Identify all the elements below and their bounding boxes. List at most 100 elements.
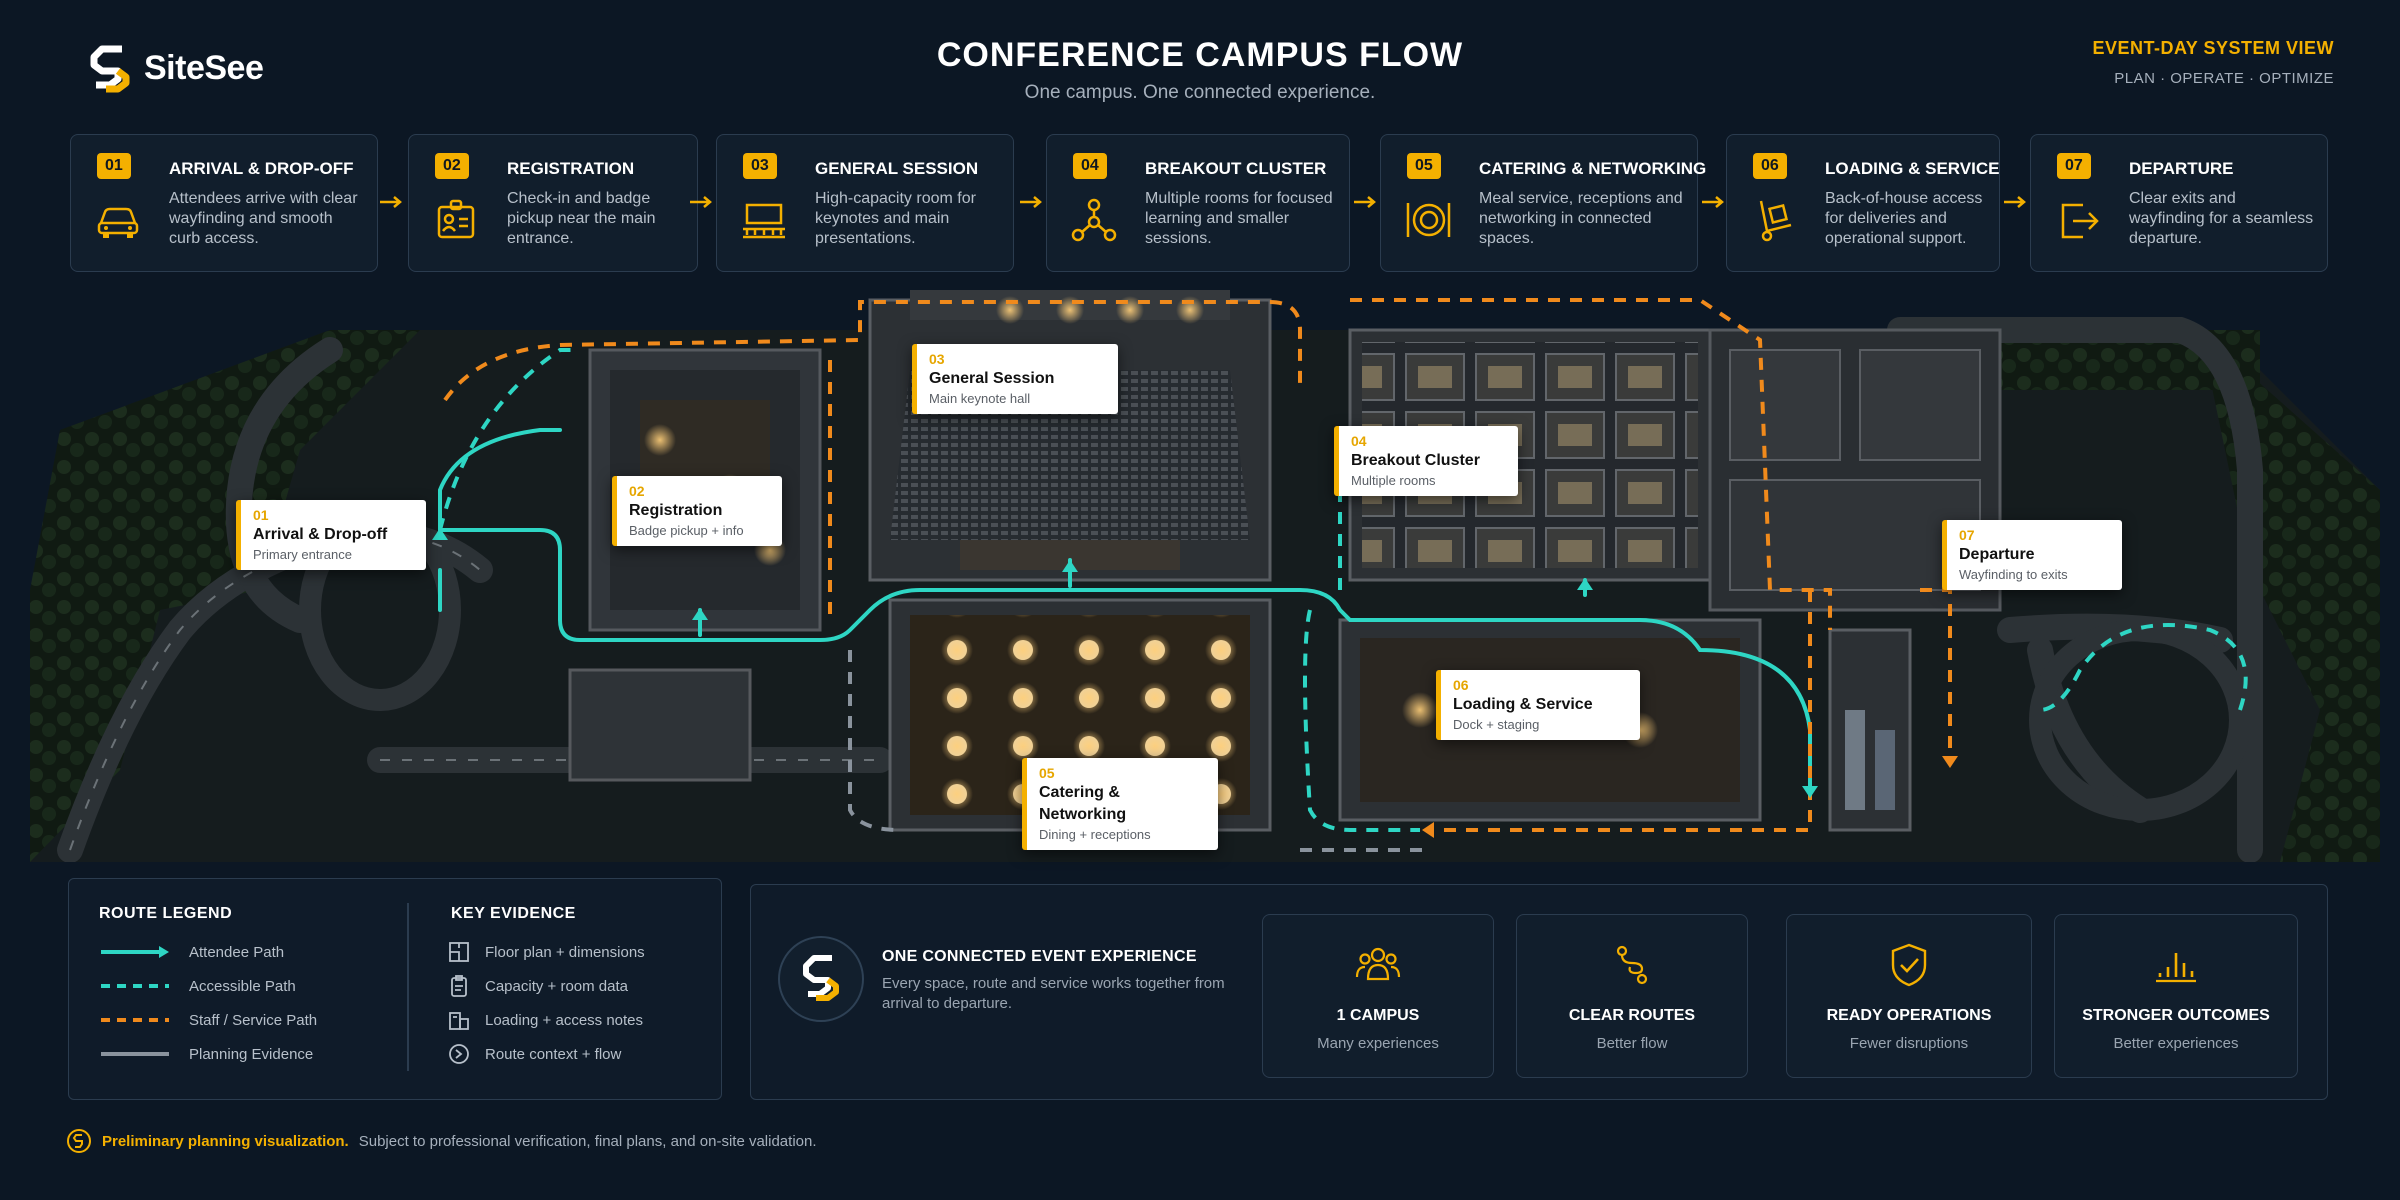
footer-bold: Preliminary planning visualization. <box>102 1132 349 1150</box>
map-callout-registration[interactable]: 02 Registration Badge pickup + info <box>612 476 782 546</box>
campus-map <box>30 290 2380 862</box>
callout-number: 01 <box>253 507 269 523</box>
footer-text: Subject to professional verification, fi… <box>358 1132 817 1150</box>
system-view-title: EVENT-DAY SYSTEM VIEW <box>2092 38 2334 58</box>
benefit-card-operations[interactable]: READY OPERATIONS Fewer disruptions <box>1786 914 2032 1078</box>
map-callout-catering[interactable]: 05 Catering & Networking Dining + recept… <box>1022 758 1218 850</box>
evidence-item: Capacity + room data <box>447 969 645 1003</box>
planning-evidence-path <box>848 650 1430 852</box>
dashed-line-icon <box>101 1018 169 1022</box>
callout-subtitle: Dock + staging <box>1453 717 1540 732</box>
evidence-label: Loading + access notes <box>485 1011 644 1029</box>
footer-disclaimer: Preliminary planning visualization. Subj… <box>66 1128 817 1154</box>
map-callout-breakout[interactable]: 04 Breakout Cluster Multiple rooms <box>1334 426 1518 496</box>
clipboard-icon <box>451 975 467 997</box>
plate-icon <box>1406 203 1451 237</box>
step-title: DEPARTURE <box>2129 159 2234 178</box>
map-callout-departure[interactable]: 07 Departure Wayfinding to exits <box>1942 520 2122 590</box>
callout-subtitle: Multiple rooms <box>1351 473 1436 488</box>
step-number: 05 <box>1407 153 1441 179</box>
network-icon <box>1071 198 1117 242</box>
step-title: ARRIVAL & DROP-OFF <box>169 159 354 178</box>
logo-mark-icon <box>67 1129 91 1153</box>
bar-chart-icon <box>2156 953 2196 983</box>
map-callout-loading[interactable]: 06 Loading & Service Dock + staging <box>1436 670 1640 740</box>
step-number: 06 <box>1753 153 1787 179</box>
callout-number: 07 <box>1959 527 1975 543</box>
panel-divider <box>407 903 409 1071</box>
step-description: Multiple rooms for focused learning and … <box>1145 190 1333 247</box>
step-description: Attendees arrive with clear wayfinding a… <box>169 190 358 247</box>
callout-subtitle: Wayfinding to exits <box>1959 567 2068 582</box>
step-card-catering[interactable]: 05 CATERING & NETWORKING Meal service, r… <box>1380 134 1706 272</box>
brand-name: SiteSee <box>144 48 264 87</box>
benefit-title: 1 CAMPUS <box>1336 1007 1420 1024</box>
key-evidence-list: Floor plan + dimensions Capacity + room … <box>447 935 645 1071</box>
experience-text: Every space, route and service works tog… <box>882 975 1225 1012</box>
floor-plan-icon <box>449 942 469 962</box>
flow-arrow-icon <box>1354 196 1376 208</box>
step-title: BREAKOUT CLUSTER <box>1145 159 1327 178</box>
step-title: LOADING & SERVICE <box>1825 159 2000 178</box>
callout-number: 05 <box>1039 765 1055 781</box>
callout-subtitle: Primary entrance <box>253 547 352 562</box>
callout-title: General Session <box>929 370 1055 387</box>
route-context-icon <box>449 1044 469 1064</box>
benefit-subtitle: Many experiences <box>1317 1035 1439 1052</box>
step-card-departure[interactable]: 07 DEPARTURE Clear exits and wayfinding … <box>2030 134 2328 272</box>
solid-arrow-icon <box>101 946 169 958</box>
legend-item-evidence: Planning Evidence <box>99 1037 317 1071</box>
car-icon <box>97 207 139 238</box>
exit-icon <box>2061 203 2099 239</box>
step-card-registration[interactable]: 02 REGISTRATION Check-in and badge picku… <box>408 134 698 272</box>
step-description: Clear exits and wayfinding for a seamles… <box>2129 190 2314 247</box>
hand-truck-icon <box>1759 200 1792 242</box>
shield-check-icon <box>1891 943 1927 987</box>
step-number: 04 <box>1073 153 1107 179</box>
loading-service-building <box>1338 618 1762 822</box>
evidence-item: Route context + flow <box>447 1037 645 1071</box>
benefit-subtitle: Fewer disruptions <box>1849 1035 1969 1052</box>
system-view-subtitle: PLAN · OPERATE · OPTIMIZE <box>2114 70 2334 87</box>
callout-number: 02 <box>629 483 645 499</box>
benefit-card-campus[interactable]: 1 CAMPUS Many experiences <box>1262 914 1494 1078</box>
benefit-card-outcomes[interactable]: STRONGER OUTCOMES Better experiences <box>2054 914 2298 1078</box>
callout-subtitle: Badge pickup + info <box>629 523 744 538</box>
step-card-breakout-cluster[interactable]: 04 BREAKOUT CLUSTER Multiple rooms for f… <box>1046 134 1350 272</box>
step-title: CATERING & NETWORKING <box>1479 159 1707 178</box>
people-icon <box>1355 947 1401 981</box>
legend-label: Staff / Service Path <box>189 1011 318 1029</box>
sitesee-logo-icon <box>90 45 130 93</box>
stage-icon <box>743 203 785 239</box>
map-callout-arrival[interactable]: 01 Arrival & Drop-off Primary entrance <box>236 500 426 570</box>
legend-label: Attendee Path <box>189 943 285 961</box>
route-arrowheads <box>1422 756 1958 838</box>
callout-subtitle: Dining + receptions <box>1039 827 1151 842</box>
legend-label: Accessible Path <box>189 977 296 995</box>
loading-notes-icon <box>449 1012 469 1030</box>
callout-title: Departure <box>1959 546 2035 563</box>
legend-item-service: Staff / Service Path <box>99 1003 317 1037</box>
legend-item-attendee: Attendee Path <box>99 935 317 969</box>
legend-panel: ROUTE LEGEND Attendee Path Accessible Pa… <box>68 878 722 1100</box>
step-title: REGISTRATION <box>507 159 635 178</box>
step-number: 07 <box>2057 153 2091 179</box>
step-card-loading-service[interactable]: 06 LOADING & SERVICE Back-of-house acces… <box>1726 134 2000 272</box>
callout-title: Arrival & Drop-off <box>253 526 388 543</box>
brand-logo[interactable]: SiteSee <box>88 40 264 96</box>
step-card-arrival[interactable]: 01 ARRIVAL & DROP-OFF Attendees arrive w… <box>70 134 378 272</box>
dashed-line-icon <box>101 984 169 988</box>
flow-arrow-icon <box>380 196 402 208</box>
step-description: Check-in and badge pickup near the main … <box>507 190 656 247</box>
benefit-title: STRONGER OUTCOMES <box>2082 1007 2270 1024</box>
step-title: GENERAL SESSION <box>815 159 979 178</box>
badge-icon <box>437 199 475 239</box>
step-card-general-session[interactable]: 03 GENERAL SESSION High-capacity room fo… <box>716 134 1014 272</box>
parking-structure <box>568 668 752 782</box>
map-callout-general-session[interactable]: 03 General Session Main keynote hall <box>912 344 1118 414</box>
evidence-label: Route context + flow <box>485 1045 622 1063</box>
benefit-card-routes[interactable]: CLEAR ROUTES Better flow <box>1516 914 1748 1078</box>
flow-arrow-icon <box>690 196 712 208</box>
service-path <box>443 298 1952 832</box>
callout-number: 03 <box>929 351 945 367</box>
